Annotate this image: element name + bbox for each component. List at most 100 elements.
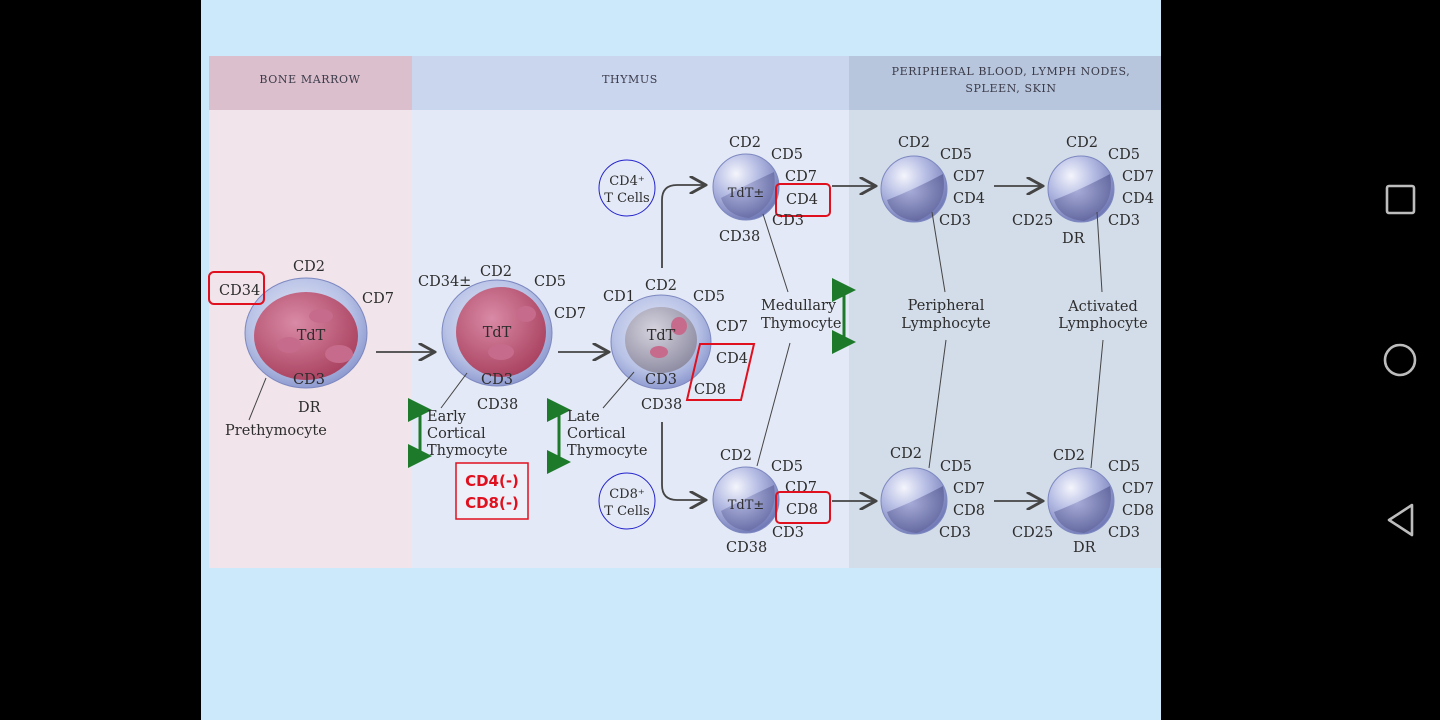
peripheral-cd8-cd2: CD2 bbox=[890, 446, 922, 462]
peripheral-label-line2: Lymphocyte bbox=[901, 316, 990, 332]
activated-cd4-cd5: CD5 bbox=[1108, 147, 1140, 163]
double-positive-box bbox=[685, 343, 756, 401]
late-cd1: CD1 bbox=[603, 289, 635, 305]
late-cd7: CD7 bbox=[716, 319, 748, 335]
medullary-cd4-cd2: CD2 bbox=[729, 135, 761, 151]
prethymocyte-cd3: CD3 bbox=[293, 372, 325, 388]
late-cd3: CD3 bbox=[645, 372, 677, 388]
peripheral-cd4-cd7: CD7 bbox=[953, 169, 985, 185]
home-button[interactable] bbox=[1360, 320, 1440, 400]
cd8-highlight-box bbox=[775, 491, 831, 524]
prethymocyte-cell bbox=[244, 277, 368, 389]
peripheral-leader-bottom bbox=[928, 339, 947, 469]
peripheral-cd8-cd5: CD5 bbox=[940, 459, 972, 475]
activated-cd8-cd25: CD25 bbox=[1012, 525, 1053, 541]
activated-cd4-cd3: CD3 bbox=[1108, 213, 1140, 229]
cd4-tcells-line1: CD4⁺ bbox=[609, 174, 645, 189]
late-cd38: CD38 bbox=[641, 397, 682, 413]
activated-cd4-cd4: CD4 bbox=[1122, 191, 1154, 207]
bone-marrow-header-bg bbox=[209, 56, 412, 110]
peripheral-cd8-cell bbox=[880, 467, 948, 535]
medullary-cd4-cd4: CD4 bbox=[786, 192, 818, 208]
early-label-line3: Thymocyte bbox=[427, 443, 507, 459]
peripheral-cd4-cd4: CD4 bbox=[953, 191, 985, 207]
late-cd4: CD4 bbox=[716, 351, 748, 367]
activated-cd8-cd2: CD2 bbox=[1053, 448, 1085, 464]
medullary-cd8-cd5: CD5 bbox=[771, 459, 803, 475]
double-negative-box bbox=[455, 462, 529, 520]
peripheral-header-bg bbox=[849, 56, 1161, 110]
arrow-late-to-cd8 bbox=[661, 422, 704, 500]
medullary-cd8-cd2: CD2 bbox=[720, 448, 752, 464]
navigation-bar bbox=[1360, 0, 1440, 720]
triangle-back-icon bbox=[1387, 503, 1414, 537]
activated-cd4-dr: DR bbox=[1062, 231, 1086, 247]
early-cd3: CD3 bbox=[481, 372, 513, 388]
late-label-line3: Thymocyte bbox=[567, 443, 647, 459]
activated-label-line2: Lymphocyte bbox=[1058, 316, 1147, 332]
activated-leader-top bbox=[1096, 211, 1103, 293]
late-cd2: CD2 bbox=[645, 278, 677, 294]
header-peripheral-line1: PERIPHERAL BLOOD, LYMPH NODES, bbox=[892, 65, 1131, 78]
medullary-label-line1: Medullary bbox=[761, 298, 837, 314]
early-cd34pm: CD34± bbox=[418, 274, 471, 290]
cd4-tcells-circle bbox=[598, 159, 656, 217]
cd8-tcells-line2: T Cells bbox=[604, 504, 649, 519]
arrow-late-to-cd4 bbox=[661, 185, 704, 268]
peripheral-label-line1: Peripheral bbox=[908, 298, 985, 314]
double-negative-cd8: CD8(-) bbox=[465, 494, 519, 512]
circle-icon bbox=[1383, 343, 1417, 377]
early-cortical-cell bbox=[441, 279, 553, 387]
medullary-cd4-cd5: CD5 bbox=[771, 147, 803, 163]
peripheral-cd8-cd8: CD8 bbox=[953, 503, 985, 519]
early-leader bbox=[440, 372, 468, 409]
late-label-line1: Late bbox=[567, 409, 600, 425]
activated-leader-bottom bbox=[1090, 339, 1104, 469]
early-cd38: CD38 bbox=[477, 397, 518, 413]
cd8-tcells-circle bbox=[598, 472, 656, 530]
prethymocyte-cd34: CD34 bbox=[219, 283, 260, 299]
peripheral-cd8-cd3: CD3 bbox=[939, 525, 971, 541]
medullary-cd8-cd38: CD38 bbox=[726, 540, 767, 556]
peripheral-cd4-cd5: CD5 bbox=[940, 147, 972, 163]
late-label-line2: Cortical bbox=[567, 426, 626, 442]
cd4-tcells-line2: T Cells bbox=[604, 191, 649, 206]
prethymocyte-dr: DR bbox=[298, 400, 322, 416]
thymus-header-bg bbox=[412, 56, 849, 110]
header-bone-marrow: BONE MARROW bbox=[259, 73, 360, 86]
late-leader bbox=[602, 371, 635, 409]
prethymocyte-leader bbox=[248, 377, 267, 421]
peripheral-cd4-cell bbox=[880, 155, 948, 223]
medullary-leader-bottom bbox=[756, 342, 791, 467]
prethymocyte-tdt: TdT bbox=[297, 328, 326, 344]
header-thymus: THYMUS bbox=[602, 73, 658, 86]
activated-cd4-cell bbox=[1047, 155, 1115, 223]
activated-cd8-cell bbox=[1047, 467, 1115, 535]
early-label-line1: Early bbox=[427, 409, 467, 425]
cd34-highlight-box bbox=[208, 271, 265, 305]
medullary-cd8-tdt: TdT± bbox=[728, 498, 765, 513]
activated-cd8-cd8: CD8 bbox=[1122, 503, 1154, 519]
early-label-line2: Cortical bbox=[427, 426, 486, 442]
early-tdt: TdT bbox=[483, 325, 512, 341]
t-cell-development-diagram: BONE MARROW THYMUS PERIPHERAL BLOOD, LYM… bbox=[208, 56, 1161, 568]
medullary-label-line2: Thymocyte bbox=[761, 316, 841, 332]
activated-cd8-cd3: CD3 bbox=[1108, 525, 1140, 541]
medullary-cd8-cd7: CD7 bbox=[785, 480, 817, 496]
medullary-cd4-cd38: CD38 bbox=[719, 229, 760, 245]
content-area: BONE MARROW THYMUS PERIPHERAL BLOOD, LYM… bbox=[201, 0, 1161, 720]
peripheral-cd4-cd3: CD3 bbox=[939, 213, 971, 229]
early-cd7: CD7 bbox=[554, 306, 586, 322]
recents-button[interactable] bbox=[1360, 160, 1440, 240]
activated-cd8-cd7: CD7 bbox=[1122, 481, 1154, 497]
peripheral-cd4-cd2: CD2 bbox=[898, 135, 930, 151]
late-cd8: CD8 bbox=[694, 382, 726, 398]
prethymocyte-cd7: CD7 bbox=[362, 291, 394, 307]
activated-cd4-cd25: CD25 bbox=[1012, 213, 1053, 229]
medullary-cd8-cd8: CD8 bbox=[786, 502, 818, 518]
double-negative-cd4: CD4(-) bbox=[465, 472, 519, 490]
back-button[interactable] bbox=[1360, 480, 1440, 560]
activated-label-line1: Activated bbox=[1067, 299, 1138, 315]
activated-cd8-dr: DR bbox=[1073, 540, 1097, 556]
medullary-cd4-cd3: CD3 bbox=[772, 213, 804, 229]
